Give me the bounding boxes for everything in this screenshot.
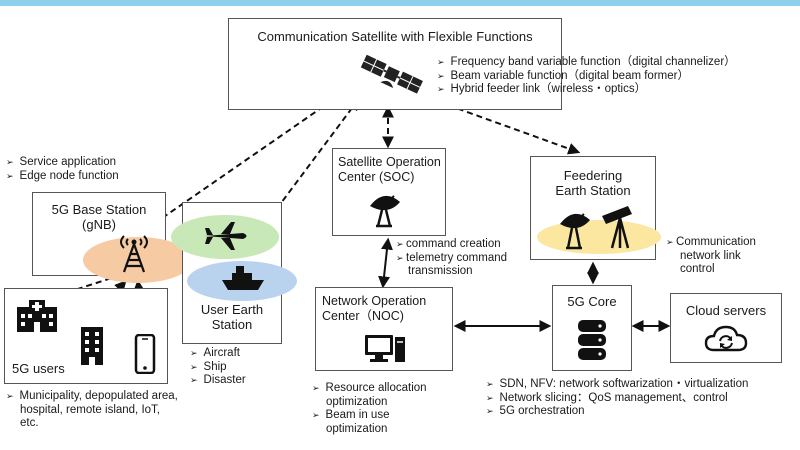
cloud-title: Cloud servers — [685, 303, 767, 318]
users-note: Municipality, depopulated area, hospital… — [6, 390, 178, 431]
core-note: Network slicing：QoS management、control — [486, 392, 748, 406]
link-soc-noc — [378, 237, 393, 289]
hospital-icon — [17, 300, 57, 332]
soc-notes: ➢ command creation ➢ telemetry command t… — [396, 238, 508, 277]
building-icon — [81, 327, 103, 365]
dish-icon — [370, 195, 400, 228]
top-accent-bar — [0, 0, 800, 6]
base-station-notes: Service application Edge node function — [6, 156, 119, 183]
satellite-feature: Frequency band variable function（digital… — [437, 56, 736, 70]
satellite-feature-list: Frequency band variable function（digital… — [437, 56, 736, 97]
core-note: 5G orchestration — [486, 405, 748, 419]
satellite-feature: Hybrid feeder link（wireless・optics） — [437, 83, 736, 97]
ship-icon — [222, 266, 264, 290]
smartphone-icon — [134, 334, 156, 374]
user-earth-station-note: Aircraft — [190, 347, 246, 361]
database-icon — [578, 320, 606, 360]
core-notes: SDN, NFV: network softwarization・virtual… — [486, 378, 749, 419]
core-title: 5G Core — [567, 294, 617, 309]
noc-note: Resource allocation optimization — [312, 382, 434, 409]
link-sat-feeder — [417, 92, 581, 155]
computer-icon — [365, 335, 405, 362]
satellite-icon — [360, 54, 423, 94]
user-earth-station-notes: Aircraft Ship Disaster — [190, 347, 246, 388]
base-station-title: 5G Base Station (gNB) — [51, 202, 147, 232]
noc-note: Beam in use optimization — [312, 409, 434, 436]
noc-title: Network Operation Center（NOC) — [322, 294, 427, 323]
noc-box — [315, 287, 453, 371]
noc-notes: Resource allocation optimization Beam in… — [312, 382, 434, 436]
feeder-station-notes: ➢ Communication network link control — [666, 236, 756, 275]
users-title: 5G users — [12, 361, 65, 376]
satellite-title: Communication Satellite with Flexible Fu… — [257, 29, 533, 44]
soc-title: Satellite Operation Center (SOC) — [338, 155, 441, 184]
cloud-sync-icon — [704, 325, 748, 352]
airplane-icon — [205, 222, 247, 250]
user-earth-station-note: Ship — [190, 361, 246, 375]
dish-icon — [560, 213, 590, 250]
users-notes: Municipality, depopulated area, hospital… — [6, 390, 178, 431]
satellite-feature: Beam variable function（digital beam form… — [437, 70, 736, 84]
telescope-icon — [602, 206, 632, 249]
base-station-note: Service application — [6, 156, 119, 170]
feeder-station-title: Feedering Earth Station — [555, 168, 631, 198]
user-earth-station-note: Disaster — [190, 374, 246, 388]
core-note: SDN, NFV: network softwarization・virtual… — [486, 378, 749, 392]
base-station-note: Edge node function — [6, 170, 119, 184]
user-earth-station-title: User Earth Station — [200, 302, 264, 332]
cell-tower-icon — [120, 235, 148, 273]
